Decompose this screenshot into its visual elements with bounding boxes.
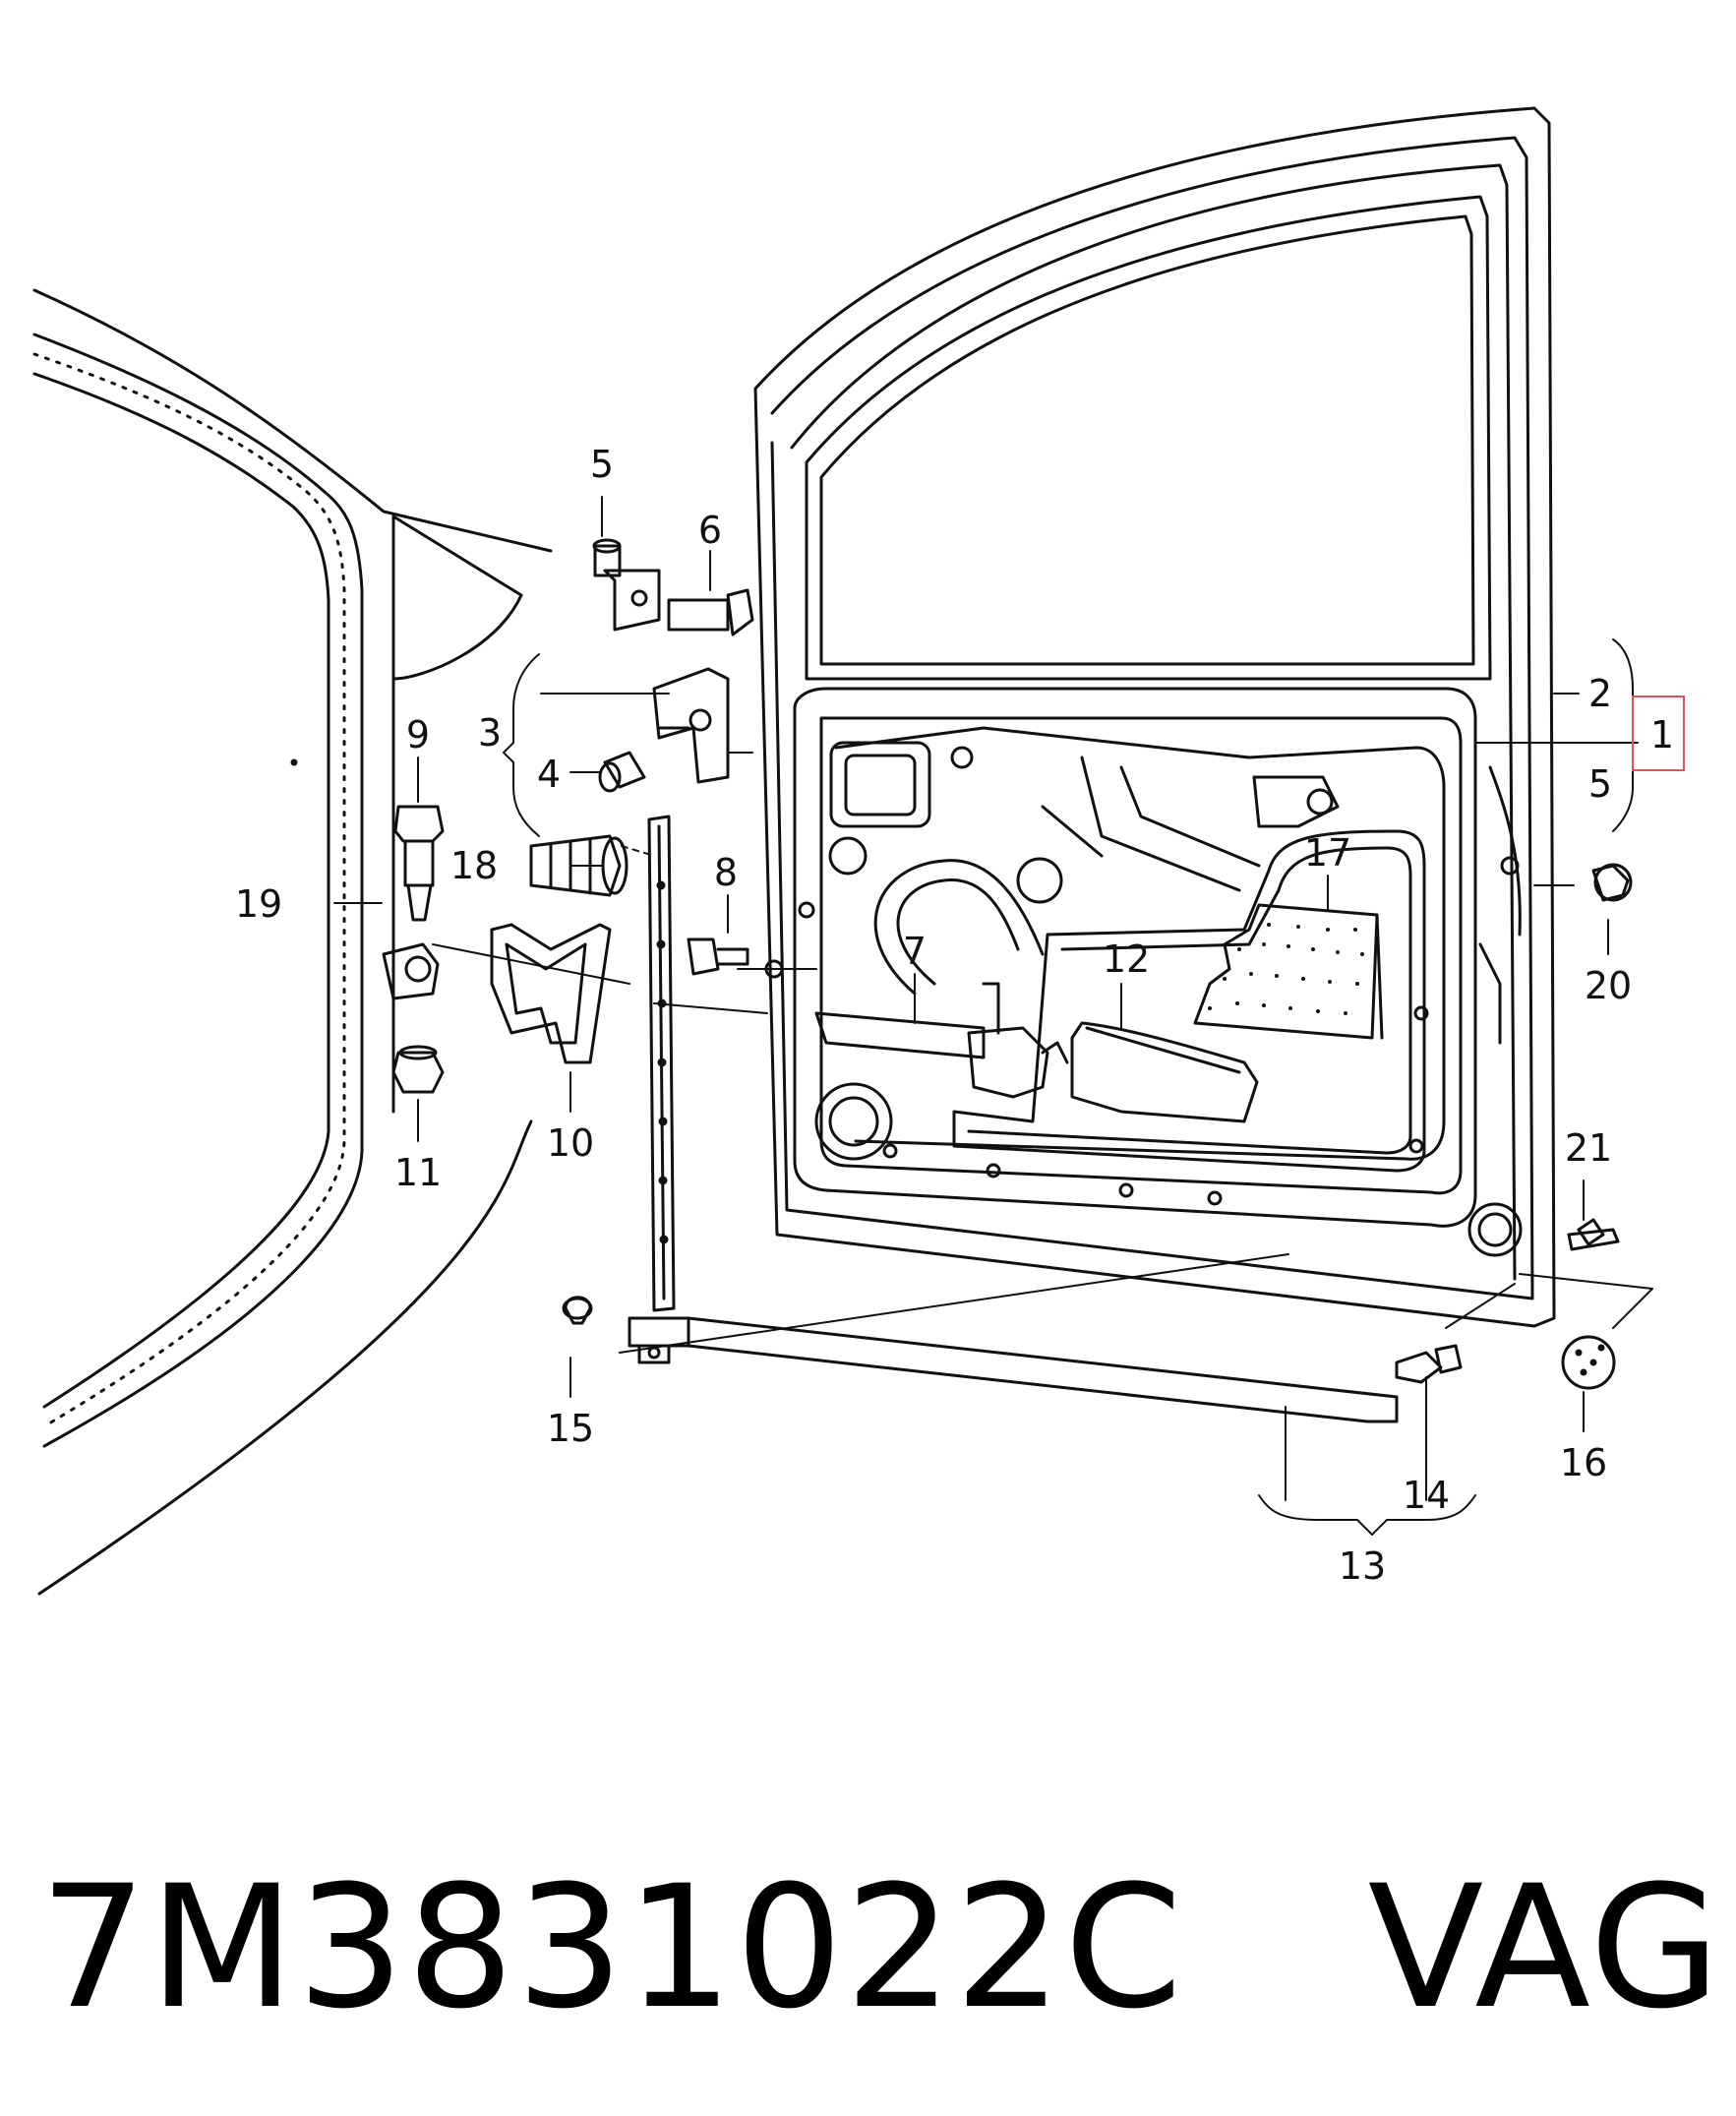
callout-4: 4: [537, 753, 561, 796]
callout-15: 15: [547, 1407, 594, 1450]
guide-rail: [647, 815, 676, 1312]
callout-5-right: 5: [1588, 762, 1612, 806]
callout-9: 9: [406, 713, 430, 756]
bolt-8: [687, 937, 749, 976]
callout-11: 11: [394, 1151, 442, 1194]
callout-7: 7: [903, 930, 927, 973]
callout-20: 20: [1585, 964, 1632, 1007]
window-regulator: [814, 982, 1069, 1099]
body-pillar: [32, 288, 553, 1596]
leader-lines: [333, 496, 1653, 1536]
right-fasteners: [562, 863, 1633, 1390]
callout-18: 18: [450, 844, 498, 887]
callout-19: 19: [235, 882, 282, 926]
door-frame: [753, 106, 1556, 1328]
upper-hinge: [592, 538, 754, 636]
insulation-foil: [1193, 903, 1384, 1040]
callout-3: 3: [478, 711, 502, 755]
highlight-box: [1632, 695, 1685, 771]
caption: 7M3831022C VAG: [39, 1849, 1722, 2046]
callout-2: 2: [1588, 672, 1612, 715]
callout-5-upper: 5: [590, 443, 614, 486]
callouts: 1 2 3 4 5 5 6 7 8 9 10 11 12 13 14 15 16…: [235, 443, 1674, 1588]
callout-1: 1: [1650, 713, 1674, 756]
door-check-strap: [382, 805, 445, 1094]
callout-10: 10: [547, 1121, 594, 1165]
callout-21: 21: [1565, 1126, 1612, 1170]
callout-16: 16: [1560, 1441, 1607, 1484]
window-module: [1070, 1021, 1259, 1123]
callout-14: 14: [1403, 1474, 1450, 1517]
callout-8: 8: [714, 851, 738, 894]
foil-texture: [1208, 923, 1364, 1015]
callout-17: 17: [1304, 831, 1351, 875]
callout-12: 12: [1103, 937, 1150, 981]
part-number: 7M3831022C: [39, 1848, 1184, 2046]
brand-name: VAG: [1367, 1848, 1723, 2046]
door-parts-diagram: 1 2 3 4 5 5 6 7 8 9 10 11 12 13 14 15 16…: [32, 106, 1685, 1596]
check-bracket: [490, 923, 612, 1064]
middle-hinge: [598, 667, 730, 793]
callout-6: 6: [698, 509, 722, 552]
callout-13: 13: [1339, 1544, 1386, 1588]
